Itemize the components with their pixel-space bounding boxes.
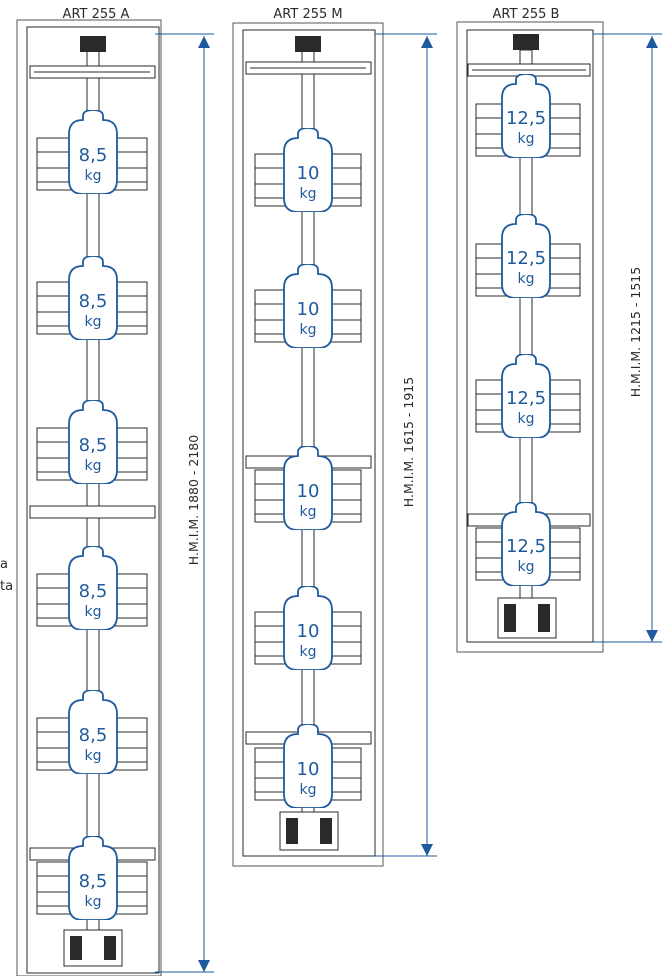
svg-text:8,5: 8,5 bbox=[79, 435, 108, 456]
column-title: ART 255 A bbox=[63, 7, 130, 22]
cabinet-outer-frame bbox=[16, 19, 162, 976]
weight-badge: 12,5 kg bbox=[501, 502, 551, 586]
svg-text:kg: kg bbox=[518, 131, 535, 147]
svg-text:kg: kg bbox=[85, 458, 102, 474]
svg-text:kg: kg bbox=[300, 322, 317, 338]
weight-badge: 8,5 kg bbox=[68, 110, 118, 194]
svg-text:12,5: 12,5 bbox=[506, 388, 546, 409]
side-text-2: ta bbox=[0, 579, 13, 594]
svg-text:kg: kg bbox=[85, 894, 102, 910]
weight-badge: 8,5 kg bbox=[68, 546, 118, 630]
cabinet-outer-frame bbox=[232, 22, 384, 867]
side-text-1: a bbox=[0, 557, 8, 572]
svg-text:10: 10 bbox=[297, 163, 320, 184]
top-mount bbox=[467, 34, 591, 77]
column-title: ART 255 B bbox=[493, 7, 560, 22]
column-art-255-a: ART 255 A 8,5 kg 8,5 kg 8,5 kg 8,5 kg bbox=[16, 7, 214, 976]
svg-text:kg: kg bbox=[85, 314, 102, 330]
weight-badge: 10 kg bbox=[283, 446, 333, 530]
svg-text:kg: kg bbox=[518, 271, 535, 287]
svg-text:8,5: 8,5 bbox=[79, 145, 108, 166]
height-dimension: H.M.I.M. 1880 - 2180 bbox=[155, 33, 214, 973]
bottom-mechanism bbox=[497, 597, 557, 639]
height-dimension: H.M.I.M. 1615 - 1915 bbox=[375, 33, 437, 857]
bottom-mechanism bbox=[279, 811, 339, 851]
top-mount bbox=[245, 36, 372, 75]
height-label: H.M.I.M. 1615 - 1915 bbox=[401, 377, 416, 507]
svg-text:kg: kg bbox=[300, 504, 317, 520]
svg-text:12,5: 12,5 bbox=[506, 536, 546, 557]
column-title: ART 255 M bbox=[273, 7, 342, 22]
svg-text:10: 10 bbox=[297, 621, 320, 642]
weight-badge: 10 kg bbox=[283, 724, 333, 808]
column-art-255-b: ART 255 B 12,5 kg 12,5 kg 12,5 kg 12,5 kg bbox=[456, 7, 662, 653]
svg-text:12,5: 12,5 bbox=[506, 108, 546, 129]
svg-text:kg: kg bbox=[85, 168, 102, 184]
svg-text:kg: kg bbox=[300, 644, 317, 660]
weight-badge: 8,5 kg bbox=[68, 400, 118, 484]
cabinet-frame bbox=[26, 26, 160, 974]
svg-text:8,5: 8,5 bbox=[79, 291, 108, 312]
svg-text:kg: kg bbox=[300, 186, 317, 202]
svg-text:8,5: 8,5 bbox=[79, 581, 108, 602]
weight-badge: 8,5 kg bbox=[68, 690, 118, 774]
weight-badge: 10 kg bbox=[283, 264, 333, 348]
svg-text:8,5: 8,5 bbox=[79, 871, 108, 892]
svg-text:kg: kg bbox=[518, 411, 535, 427]
svg-text:kg: kg bbox=[85, 748, 102, 764]
weight-badge: 10 kg bbox=[283, 586, 333, 670]
svg-text:kg: kg bbox=[518, 559, 535, 575]
svg-text:10: 10 bbox=[297, 481, 320, 502]
weight-badge: 12,5 kg bbox=[501, 214, 551, 298]
svg-text:8,5: 8,5 bbox=[79, 725, 108, 746]
column-art-255-m: ART 255 M 10 kg 10 kg 10 kg 10 kg 10 kg bbox=[232, 7, 437, 867]
mid-bracket bbox=[29, 505, 156, 519]
cabinet-frame bbox=[466, 29, 594, 643]
cabinet-outer-frame bbox=[456, 21, 604, 653]
svg-text:12,5: 12,5 bbox=[506, 248, 546, 269]
svg-text:kg: kg bbox=[85, 604, 102, 620]
weight-badge: 8,5 kg bbox=[68, 256, 118, 340]
weight-badge: 8,5 kg bbox=[68, 836, 118, 920]
svg-text:10: 10 bbox=[297, 299, 320, 320]
weight-badge: 12,5 kg bbox=[501, 74, 551, 158]
weight-badge: 10 kg bbox=[283, 128, 333, 212]
top-mount bbox=[29, 36, 156, 79]
bottom-mechanism bbox=[63, 929, 123, 967]
svg-text:10: 10 bbox=[297, 759, 320, 780]
height-dimension: H.M.I.M. 1215 - 1515 bbox=[593, 33, 662, 643]
weight-badge: 12,5 kg bbox=[501, 354, 551, 438]
height-label: H.M.I.M. 1880 - 2180 bbox=[186, 435, 201, 565]
svg-text:kg: kg bbox=[300, 782, 317, 798]
height-label: H.M.I.M. 1215 - 1515 bbox=[628, 267, 643, 397]
cabinet-frame bbox=[242, 29, 376, 857]
